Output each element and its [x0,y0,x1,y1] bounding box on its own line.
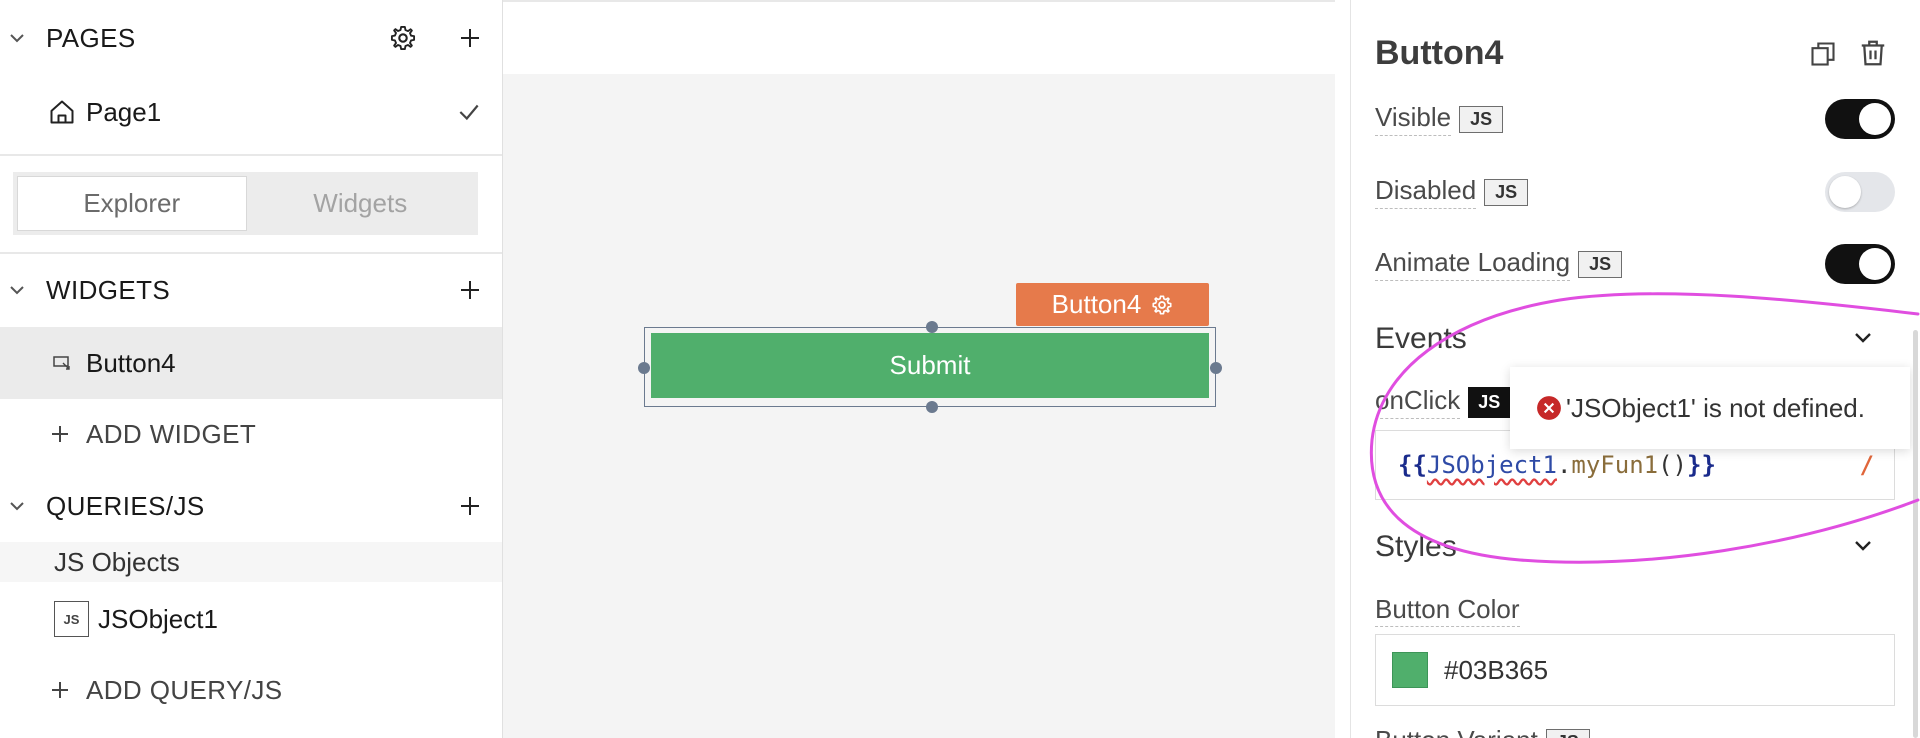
visible-toggle[interactable] [1825,99,1895,139]
js-objects-label: JS Objects [54,546,180,577]
plus-icon [52,426,68,442]
prop-visible: Visible JS [1375,97,1895,141]
prop-button-variant-label: Button Variant [1375,725,1538,738]
chevron-down-icon[interactable] [1851,326,1875,350]
toggle-knob [1859,248,1891,280]
pane-title: Button4 [1375,34,1504,72]
widgets-section-header[interactable]: WIDGETS [0,266,502,314]
canvas-header [503,0,1350,74]
pane-scrollbar[interactable] [1913,330,1918,738]
gear-icon[interactable] [389,24,417,52]
widget-tag-label: Button4 [1051,289,1142,319]
add-query-icon[interactable] [458,494,482,518]
widget-item-button4[interactable]: Button4 [0,327,502,399]
explorer-widgets-tabs: Explorer Widgets [13,172,478,235]
prop-onclick-label: onClick [1375,385,1461,419]
disabled-toggle[interactable] [1825,172,1895,212]
color-swatch[interactable] [1392,652,1428,688]
code-brace-close: }} [1687,451,1716,479]
resize-handle-bottom[interactable] [926,401,938,413]
chevron-down-icon[interactable] [1851,534,1875,558]
js-toggle-chip[interactable]: JS [1459,105,1504,133]
home-icon [50,100,74,124]
prop-animate-loading: Animate Loading JS [1375,242,1895,286]
divider [0,154,502,156]
queries-section-header[interactable]: QUERIES/JS [0,482,502,530]
js-file-icon: JS [54,601,89,637]
prop-disabled-label: Disabled [1375,175,1477,209]
error-message: 'JSObject1' is not defined. [1566,392,1865,423]
js-toggle-chip[interactable]: JS [1468,386,1511,418]
styles-section-title[interactable]: Styles [1375,530,1457,563]
js-toggle-chip[interactable]: JS [1578,250,1623,278]
events-section-title[interactable]: Events [1375,322,1467,355]
chevron-down-icon[interactable] [9,30,25,46]
add-query-label: ADD QUERY/JS [86,674,283,705]
copy-icon[interactable] [1809,40,1837,68]
js-toggle-chip[interactable]: JS [1484,178,1529,206]
widget-label: Button4 [86,347,176,378]
js-toggle-chip[interactable]: JS [1545,728,1590,738]
explorer-sidebar: PAGES Page1 Explorer Widgets WIDGETS But… [0,0,503,738]
page-label: Page1 [86,96,162,127]
chevron-down-icon[interactable] [9,498,25,514]
query-item-jsobject1[interactable]: JS JSObject1 [0,595,502,643]
trash-icon[interactable] [1858,38,1888,68]
button-widget-icon [53,356,70,370]
plus-icon [52,682,68,698]
prop-visible-label: Visible [1375,102,1452,136]
resize-handle-right[interactable] [1210,362,1222,374]
code-brace-open: {{ [1398,451,1427,479]
toggle-knob [1829,176,1861,208]
tab-widgets[interactable]: Widgets [313,188,408,218]
prop-disabled: Disabled JS [1375,170,1895,214]
error-tooltip: 'JSObject1' is not defined. [1510,367,1910,449]
prop-button-color: Button Color [1375,594,1520,628]
add-widget-icon[interactable] [458,278,482,302]
add-widget-label: ADD WIDGET [86,418,257,449]
query-label: JSObject1 [98,603,218,634]
code-dot: . [1556,451,1572,479]
button-color-input[interactable]: #03B365 [1375,634,1895,706]
toggle-knob [1859,103,1891,135]
add-page-icon[interactable] [458,26,482,50]
error-icon [1537,396,1561,420]
divider [0,252,502,254]
js-objects-group[interactable]: JS Objects [0,542,502,582]
gear-icon[interactable] [1151,294,1173,316]
resize-handle-left[interactable] [638,362,650,374]
animate-loading-toggle[interactable] [1825,244,1895,284]
add-query-button[interactable]: ADD QUERY/JS [0,666,502,714]
prop-animate-loading-label: Animate Loading [1375,247,1571,281]
queries-title: QUERIES/JS [46,490,205,521]
code-object: JSObject1 [1426,451,1557,479]
chevron-down-icon[interactable] [9,282,25,298]
prop-button-color-label: Button Color [1375,594,1520,627]
prop-button-variant: Button Variant JS [1375,720,1590,738]
slash-command-icon[interactable]: / [1859,451,1874,479]
widgets-title: WIDGETS [46,274,171,305]
color-value: #03B365 [1444,654,1549,685]
submit-button[interactable]: Submit [651,333,1209,398]
canvas-gutter [1335,0,1350,738]
resize-handle-top[interactable] [926,321,938,333]
check-icon [459,104,479,121]
tab-explorer[interactable]: Explorer [17,176,247,231]
add-widget-button[interactable]: ADD WIDGET [0,410,502,458]
pages-title: PAGES [46,22,136,53]
code-function: myFun1 [1571,451,1659,479]
page-item-page1[interactable]: Page1 [0,88,502,136]
widget-name-tag[interactable]: Button4 [1016,283,1209,326]
code-parens: () [1658,451,1688,479]
pages-section-header[interactable]: PAGES [0,14,502,62]
